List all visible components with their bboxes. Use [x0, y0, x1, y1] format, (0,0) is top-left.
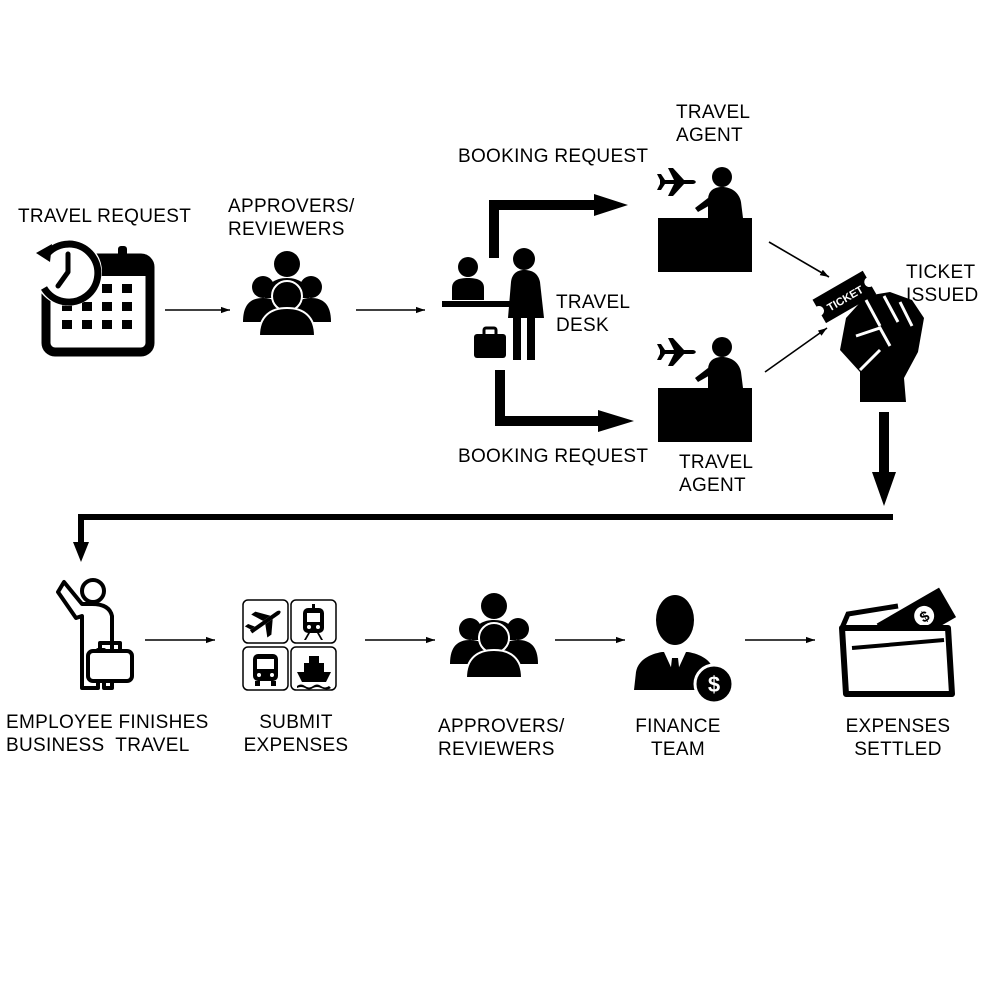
- return-line: [78, 514, 893, 520]
- businessman-dollar-icon: $: [634, 595, 735, 705]
- travel-agent-icon: [657, 337, 752, 442]
- fist-ticket-icon: TICKET: [812, 270, 924, 402]
- submit-expenses-label: SUBMIT EXPENSES: [243, 712, 349, 756]
- employee-finishes-label: EMPLOYEE FINISHES BUSINESS TRAVEL: [6, 712, 209, 756]
- transport-modes-icon: [242, 599, 337, 691]
- travel-agent-bottom-label: TRAVEL AGENT: [679, 452, 754, 496]
- travel-desk-label: TRAVEL DESK: [556, 292, 631, 336]
- approvers-top-label: APPROVERS/ REVIEWERS: [228, 196, 355, 240]
- arrow-agent-top-to-ticket: [768, 241, 830, 278]
- travel-agent-icon: [657, 167, 752, 272]
- approvers-bottom-label: APPROVERS/ REVIEWERS: [438, 716, 565, 760]
- finance-team-label: FINANCE TEAM: [635, 716, 721, 760]
- traveler-with-suitcase-icon: [56, 578, 134, 690]
- arrow-agent-bottom-to-ticket: [764, 327, 828, 373]
- thick-flow-arrows: [73, 194, 896, 562]
- travel-request-label: TRAVEL REQUEST: [18, 206, 192, 227]
- booking-request-bottom-label: BOOKING REQUEST: [458, 446, 649, 467]
- expenses-settled-label: EXPENSES SETTLED: [845, 716, 951, 760]
- people-group-icon: [449, 592, 539, 679]
- wallet-icon: $: [839, 587, 957, 697]
- ticket-issued-label: TICKET ISSUED: [906, 262, 979, 306]
- booking-arrow-down: [495, 370, 634, 432]
- booking-arrow-up: [489, 194, 628, 258]
- ticket-down-arrow: [872, 412, 896, 506]
- travel-agent-top-label: TRAVEL AGENT: [676, 102, 751, 146]
- booking-request-top-label: BOOKING REQUEST: [458, 146, 649, 167]
- travel-desk-icon: [442, 248, 544, 360]
- calendar-clock-icon: [34, 238, 155, 357]
- return-arrow-head: [73, 542, 89, 562]
- flow-arrows: [145, 241, 830, 644]
- svg-text:$: $: [708, 672, 720, 697]
- people-group-icon: [242, 250, 332, 337]
